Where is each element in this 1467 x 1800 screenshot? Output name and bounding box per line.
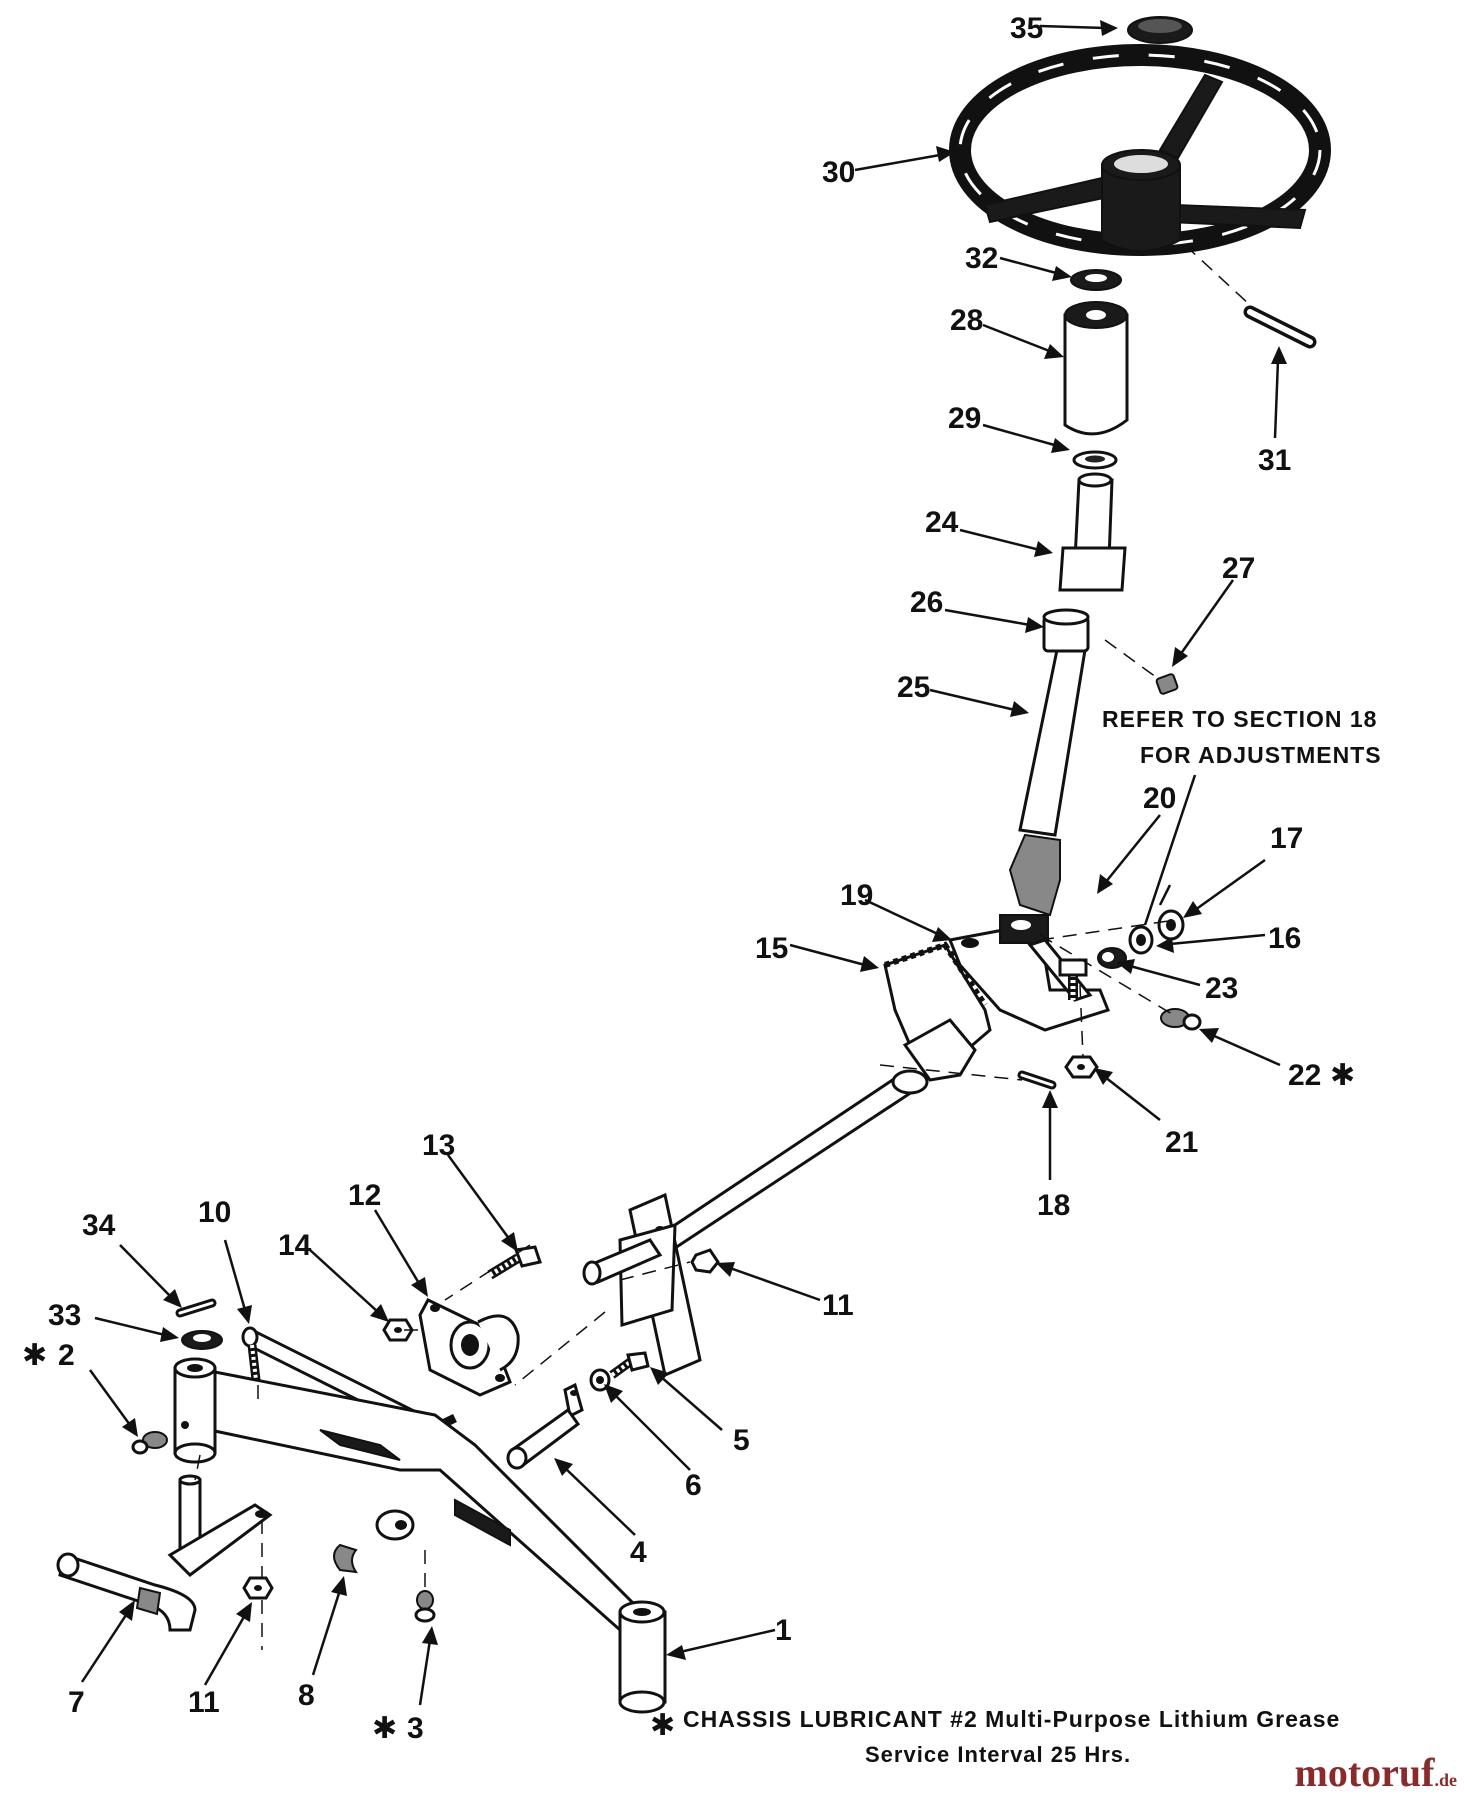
- callout-12: 12: [348, 1179, 381, 1212]
- part-nut-11-lower: [242, 1576, 274, 1600]
- part-nut-14: [382, 1318, 414, 1342]
- lubricant-star-22: ✱: [1330, 1058, 1355, 1093]
- part-cotter-pin-34: [175, 1298, 217, 1318]
- part-grease-fitting-2: [131, 1431, 168, 1455]
- lubricant-star-2: ✱: [22, 1338, 47, 1373]
- part-washer-29: [1072, 450, 1118, 470]
- part-bolt-20: [1058, 958, 1088, 1000]
- callout-23: 23: [1205, 972, 1238, 1005]
- part-bolt-5: [609, 1351, 650, 1379]
- part-washer-32: [1070, 269, 1122, 291]
- lubricant-star-3: ✱: [372, 1711, 397, 1746]
- callout-21: 21: [1165, 1126, 1198, 1159]
- part-nut-21: [1064, 1055, 1099, 1079]
- callout-17: 17: [1270, 822, 1303, 855]
- callout-7: 7: [68, 1686, 85, 1719]
- callout-34: 34: [82, 1209, 116, 1242]
- callout-29: 29: [948, 402, 981, 435]
- part-bearing-flange-12: [418, 1298, 520, 1397]
- callout-35: 35: [1010, 12, 1043, 45]
- callout-19: 19: [840, 879, 873, 912]
- part-front-axle-1: [173, 1357, 667, 1714]
- callout-33: 33: [48, 1299, 81, 1332]
- callout-16: 16: [1268, 922, 1301, 955]
- part-washer-17: [1157, 909, 1185, 941]
- callout-22: 22: [1288, 1059, 1321, 1092]
- part-pivot-pin-4: [506, 1382, 584, 1470]
- part-sleeve-28: [1063, 301, 1129, 436]
- part-mounting-plate: [582, 1192, 702, 1378]
- callout-25: 25: [897, 671, 930, 704]
- watermark-logo: motoruf.de: [1295, 1749, 1457, 1796]
- callout-3: 3: [407, 1712, 424, 1745]
- callout-11-lower: 11: [188, 1686, 220, 1719]
- note-service-interval: Service Interval 25 Hrs.: [865, 1742, 1131, 1767]
- part-pin-31: [1243, 305, 1317, 349]
- callout-14: 14: [278, 1229, 312, 1262]
- callout-24: 24: [925, 506, 959, 539]
- callout-27: 27: [1222, 552, 1255, 585]
- callout-32: 32: [965, 242, 998, 275]
- part-drag-link-shaft: [657, 1069, 929, 1253]
- part-bolt-13: [487, 1245, 542, 1280]
- callout-15: 15: [755, 932, 788, 965]
- alignment-lines: [194, 244, 1251, 1650]
- callout-5: 5: [733, 1424, 750, 1457]
- part-sector-gear-15: [883, 941, 992, 1082]
- note-refer-section: REFER TO SECTION 18: [1102, 706, 1377, 732]
- part-hub-cap-35: [1127, 16, 1193, 44]
- part-cotter-pin-18: [1017, 1070, 1057, 1090]
- callout-31: 31: [1258, 444, 1291, 477]
- callout-1: 1: [775, 1614, 792, 1647]
- part-set-screw-27: [1155, 673, 1179, 695]
- part-washer-16: [1128, 925, 1154, 955]
- watermark-suffix: .de: [1434, 1770, 1458, 1790]
- callout-28: 28: [950, 304, 983, 337]
- callout-26: 26: [910, 586, 943, 619]
- part-grease-fitting-22: [1160, 1008, 1202, 1031]
- part-collar-26: [1042, 608, 1090, 653]
- note-for-adjustments: FOR ADJUSTMENTS: [1140, 742, 1382, 768]
- part-clip-8: [333, 1543, 359, 1574]
- part-steering-shaft-24-25: [1008, 472, 1127, 917]
- leader-lines: [80, 20, 1287, 1706]
- lubricant-star-note: ✱: [650, 1708, 675, 1743]
- note-chassis-lubricant: CHASSIS LUBRICANT #2 Multi-Purpose Lithi…: [683, 1706, 1340, 1732]
- watermark-name: motoruf: [1294, 1750, 1435, 1795]
- part-grease-fitting-3: [414, 1590, 436, 1623]
- part-washer-33: [181, 1330, 223, 1350]
- callout-18: 18: [1037, 1189, 1070, 1222]
- callout-4: 4: [630, 1536, 647, 1569]
- callout-20: 20: [1143, 782, 1176, 815]
- callout-10: 10: [198, 1196, 231, 1229]
- part-spindle-7: [56, 1474, 273, 1632]
- callout-11-upper: 11: [822, 1289, 854, 1322]
- callout-6: 6: [685, 1469, 702, 1502]
- callout-labels: 35 30 32 28 29 31 24 26 25 27 REFER TO S…: [22, 12, 1382, 1767]
- callout-8: 8: [298, 1679, 315, 1712]
- callout-13: 13: [422, 1129, 455, 1162]
- callout-30: 30: [822, 156, 855, 189]
- part-nut-11-upper: [690, 1248, 720, 1274]
- part-steering-wheel-30: [949, 44, 1331, 256]
- callout-2: 2: [58, 1339, 75, 1372]
